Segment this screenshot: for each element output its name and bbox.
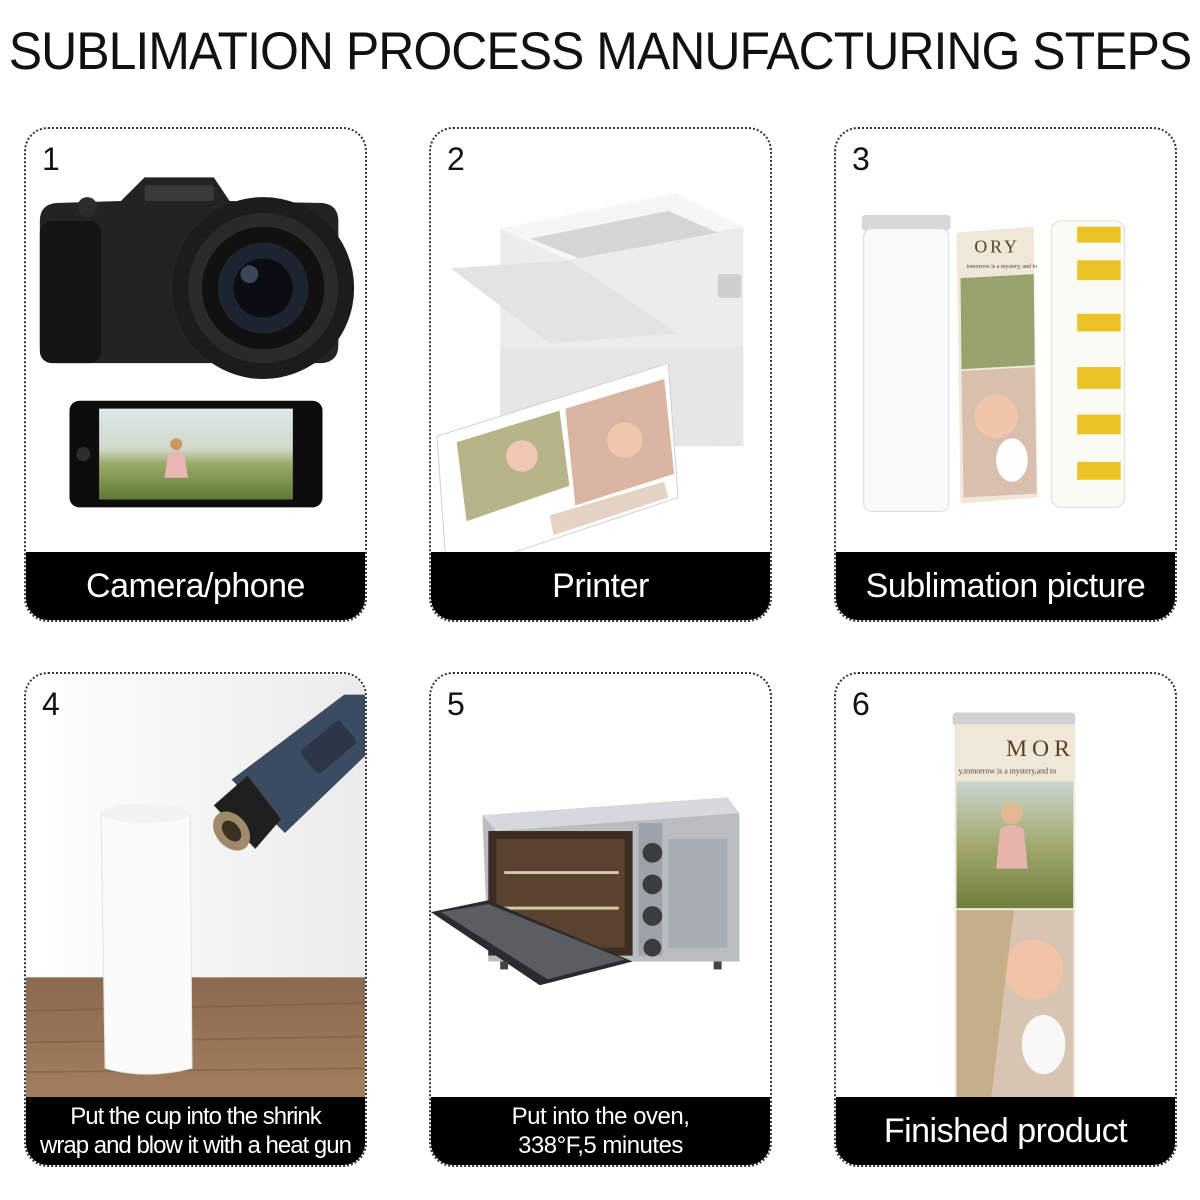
product-tagline: y,tomorrow is a mystery,and to	[959, 767, 1057, 776]
step-card-4: 4 Put the cup into the shrink wrap	[24, 672, 367, 1167]
step-caption: Sublimation picture	[836, 552, 1175, 620]
step-caption-line1: Put into the oven,	[511, 1103, 690, 1130]
camera-icon	[39, 177, 355, 379]
page-title: SUBLIMATION PROCESS MANUFACTURING STEPS	[8, 21, 1192, 81]
product-word: MOR	[1006, 736, 1075, 762]
shrink-wrapped-cup	[100, 803, 193, 1075]
step-number: 1	[42, 141, 60, 177]
step-card-2: 2 Printer	[429, 127, 772, 622]
step-number: 2	[447, 141, 465, 177]
printed-photo	[436, 362, 679, 576]
step-caption: Put into the oven, 338°F,5 minutes	[431, 1097, 770, 1165]
step-number: 5	[447, 686, 465, 722]
step-caption-line1: Put the cup into the shrink	[70, 1103, 321, 1130]
oven-illustration	[431, 797, 740, 986]
step-card-1: 1 Camera/phone	[24, 127, 367, 622]
step-card-5: 5 Put into the oven, 338°F,5 minutes	[429, 672, 772, 1167]
blank-tumbler	[861, 214, 951, 512]
finished-tumbler-illustration: MOR y,tomorrow is a mystery,and to	[952, 712, 1076, 1156]
wrap-word: ORY	[974, 236, 1019, 256]
heat-gun-icon	[213, 694, 365, 851]
step-card-3: 3 ORY tomorrow is a mystery, and to Subl…	[834, 127, 1177, 622]
step-caption: Printer	[431, 552, 770, 620]
step-number: 6	[852, 686, 870, 722]
step-caption: Camera/phone	[26, 552, 365, 620]
oven-icon	[431, 797, 740, 986]
step-caption: Put the cup into the shrink wrap and blo…	[26, 1097, 365, 1165]
printer-illustration	[436, 193, 744, 576]
wrapped-tumbler-with-tape	[1050, 220, 1126, 508]
finished-tumbler: MOR y,tomorrow is a mystery,and to	[952, 712, 1076, 1156]
step-caption: Finished product	[836, 1097, 1175, 1165]
smartphone-icon	[69, 400, 323, 508]
sublimation-wrap: ORY tomorrow is a mystery, and to	[956, 226, 1038, 504]
step-caption-line2: 338°F,5 minutes	[518, 1132, 683, 1159]
sublimation-picture-illustration: ORY tomorrow is a mystery, and to	[861, 214, 1126, 512]
heat-gun-illustration	[26, 674, 365, 1165]
wrap-tagline: tomorrow is a mystery, and to	[966, 264, 1037, 270]
step-number: 4	[42, 686, 60, 722]
step-number: 3	[852, 141, 870, 177]
step-caption-line2: wrap and blow it with a heat gun	[40, 1132, 352, 1159]
camera-phone-illustration	[39, 177, 355, 508]
step-card-6: 6 MOR y,tomorrow is a mystery,and to Fin…	[834, 672, 1177, 1167]
